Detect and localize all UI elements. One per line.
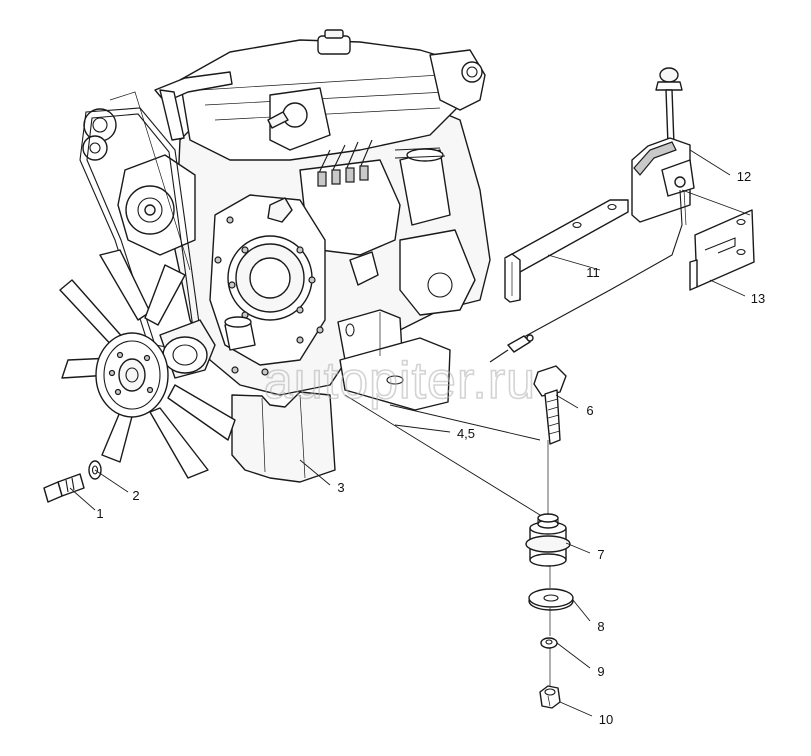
callout-6: 6 bbox=[586, 403, 593, 418]
callout-9: 9 bbox=[597, 664, 604, 679]
callout-3: 3 bbox=[337, 480, 344, 495]
cooling-fan bbox=[59, 249, 236, 479]
part-6-bolt bbox=[533, 365, 567, 445]
engine-assembly bbox=[79, 29, 491, 483]
part-10-nut bbox=[539, 685, 561, 709]
callout-1: 1 bbox=[96, 506, 103, 521]
callout-7: 7 bbox=[597, 547, 604, 562]
part-13-plate bbox=[689, 209, 755, 291]
part-11-bracket bbox=[504, 199, 629, 303]
callout-13: 13 bbox=[751, 291, 765, 306]
callout-4-5: 4,5 bbox=[457, 426, 475, 441]
engine-mount-bracket bbox=[337, 309, 451, 411]
watermark-text: autopiter.ru bbox=[264, 352, 536, 410]
callout-12: 12 bbox=[737, 169, 751, 184]
callout-8: 8 bbox=[597, 619, 604, 634]
part-7-rubber-mount bbox=[525, 513, 571, 567]
oil-pan bbox=[231, 391, 336, 483]
part-1-bolt bbox=[43, 473, 85, 503]
callout-2: 2 bbox=[132, 488, 139, 503]
part-9-lock-washer bbox=[540, 637, 558, 649]
callout-11: 11 bbox=[586, 265, 600, 280]
leader-lines bbox=[69, 149, 751, 717]
callout-10: 10 bbox=[599, 712, 613, 727]
part-8-washer bbox=[528, 588, 574, 611]
part-12-throttle-lever bbox=[489, 67, 695, 363]
